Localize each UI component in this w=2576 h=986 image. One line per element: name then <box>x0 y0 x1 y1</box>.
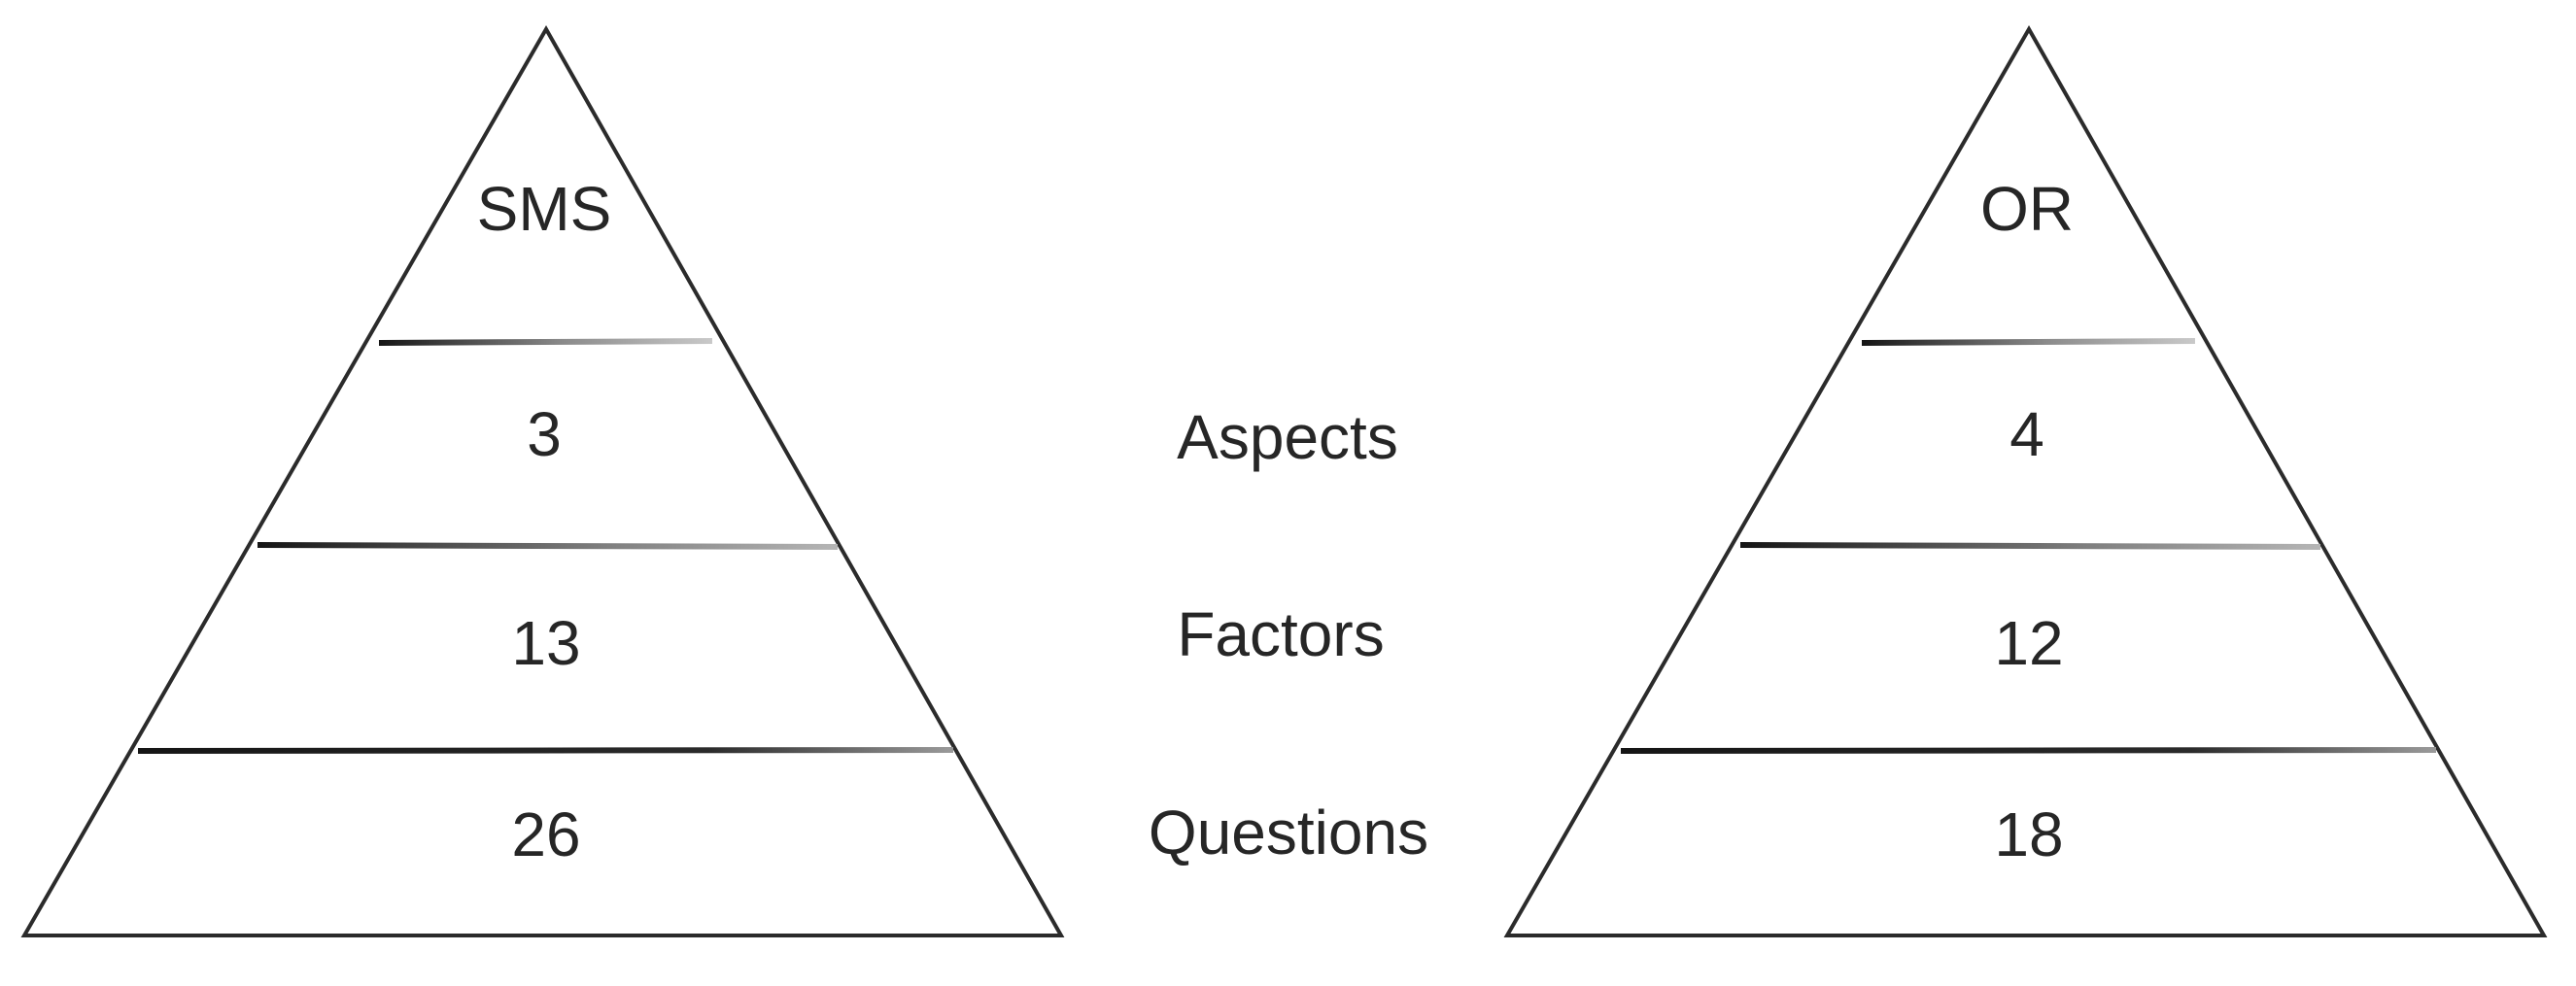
pyramid-or-title: OR <box>1980 174 2074 244</box>
pyramid-or-questions-value: 18 <box>1994 799 2063 869</box>
center-label-column: Aspects Factors Questions <box>1149 402 1428 867</box>
pyramid-or-outline <box>1503 24 2548 937</box>
center-label-questions: Questions <box>1149 798 1428 867</box>
pyramid-sms: SMS 3 13 26 <box>20 24 1065 937</box>
pyramid-or-divider-3 <box>1620 747 2437 754</box>
pyramid-sms-outline <box>20 24 1065 937</box>
pyramid-or-aspects-value: 4 <box>2009 399 2044 469</box>
pyramid-or: OR 4 12 18 <box>1503 24 2548 937</box>
pyramid-sms-aspects-value: 3 <box>527 399 562 469</box>
pyramid-sms-factors-value: 13 <box>511 608 580 678</box>
pyramid-or-divider-2 <box>1739 542 2321 550</box>
pyramid-or-factors-value: 12 <box>1994 608 2063 678</box>
pyramid-sms-title: SMS <box>477 174 612 244</box>
pyramid-sms-divider-1 <box>378 338 713 346</box>
center-label-aspects: Aspects <box>1177 402 1398 472</box>
pyramid-sms-divider-3 <box>137 747 954 754</box>
pyramid-or-divider-1 <box>1861 338 2196 346</box>
center-label-factors: Factors <box>1177 599 1384 669</box>
pyramid-sms-divider-2 <box>257 542 839 550</box>
pyramid-sms-questions-value: 26 <box>511 799 580 869</box>
